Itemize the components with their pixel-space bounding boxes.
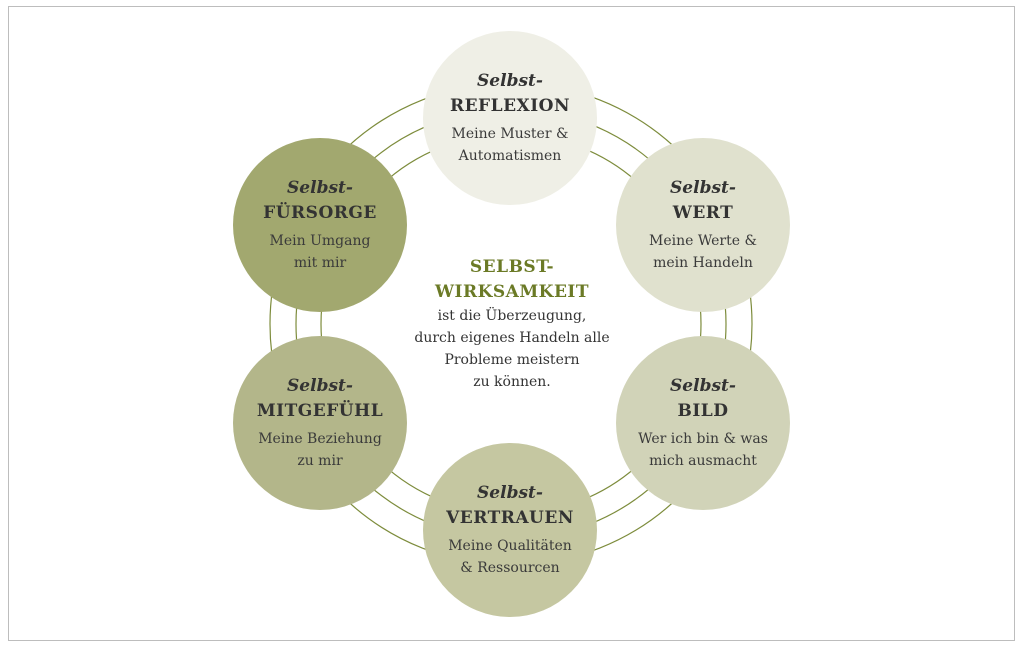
node-prefix: Selbst- <box>287 178 353 198</box>
node-desc: Meine Werte & mein Handeln <box>649 230 757 274</box>
node-title: WERT <box>672 203 734 223</box>
center-desc-line: ist die Überzeugung, <box>437 308 587 324</box>
node-desc-line: mein Handeln <box>653 255 753 271</box>
node-desc-line: Meine Werte & <box>649 233 757 249</box>
node-title: REFLEXION <box>449 96 571 116</box>
node-vertrauen: Selbst- VERTRAUEN Meine Qualitäten & Ress… <box>423 443 597 617</box>
diagram-frame <box>8 6 1015 641</box>
node-desc-line: Meine Beziehung <box>258 431 382 447</box>
node-prefix: Selbst- <box>287 376 353 396</box>
center-title-line1: SELBST- <box>469 257 555 277</box>
node-desc: Mein Umgang mit mir <box>270 230 371 274</box>
node-prefix: Selbst- <box>477 71 543 91</box>
node-desc: Meine Qualitäten & Ressourcen <box>448 535 572 579</box>
node-title: MITGEFÜHL <box>256 401 384 421</box>
node-desc: Meine Beziehung zu mir <box>258 428 382 472</box>
center-desc-line: durch eigenes Handeln alle <box>414 330 610 346</box>
node-prefix: Selbst- <box>670 376 736 396</box>
node-bild: Selbst- BILD Wer ich bin & was mich ausma… <box>616 336 790 510</box>
node-desc-line: Meine Muster & <box>451 126 569 142</box>
node-desc: Wer ich bin & was mich ausmacht <box>638 428 768 472</box>
node-title: VERTRAUEN <box>446 508 574 528</box>
center-text: SELBST- WIRKSAMKEIT ist die Überzeugung,… <box>400 255 624 393</box>
node-mitgefuehl: Selbst- MITGEFÜHL Meine Beziehung zu mir <box>233 336 407 510</box>
node-desc: Meine Muster & Automatismen <box>452 123 569 167</box>
node-desc-line: Automatismen <box>458 148 562 164</box>
node-wert: Selbst- WERT Meine Werte & mein Handeln <box>616 138 790 312</box>
node-desc-line: mit mir <box>293 255 347 271</box>
node-prefix: Selbst- <box>670 178 736 198</box>
center-desc-line: Probleme meistern <box>444 352 580 368</box>
node-title: FÜRSORGE <box>263 203 377 223</box>
node-prefix: Selbst- <box>477 483 543 503</box>
node-desc-line: Mein Umgang <box>269 233 371 249</box>
node-title: BILD <box>677 401 729 421</box>
node-desc-line: Meine Qualitäten <box>448 538 572 554</box>
node-fuersorge: Selbst- FÜRSORGE Mein Umgang mit mir <box>233 138 407 312</box>
node-desc-line: Wer ich bin & was <box>638 431 768 447</box>
center-desc-line: zu können. <box>473 374 551 390</box>
node-desc-line: mich ausmacht <box>649 453 757 469</box>
node-reflexion: Selbst- REFLEXION Meine Muster & Automati… <box>423 31 597 205</box>
center-title-line2: WIRKSAMKEIT <box>434 282 590 302</box>
node-desc-line: & Ressourcen <box>460 560 560 576</box>
node-desc-line: zu mir <box>297 453 343 469</box>
